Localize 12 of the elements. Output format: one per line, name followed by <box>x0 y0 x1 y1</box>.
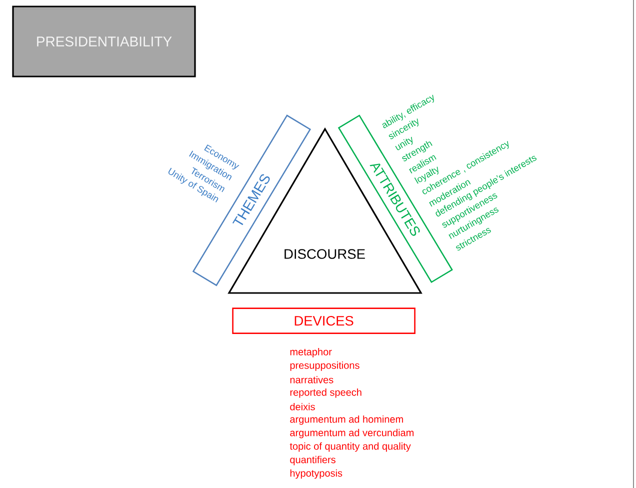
list-item: argumentum ad vercundiam <box>290 428 414 438</box>
list-item: metaphor <box>290 348 332 358</box>
list-item: topic of quantity and quality <box>290 442 411 452</box>
list-item: deixis <box>290 402 315 410</box>
list-item: reported speech <box>290 388 362 398</box>
devices-box: DEVICES <box>232 308 416 334</box>
list-item: narratives <box>290 376 334 384</box>
list-item: argumentum ad hominem <box>290 415 403 425</box>
title-box: PRESIDENTIABILITY <box>12 6 196 78</box>
list-item: quantifiers <box>290 456 336 466</box>
list-item: hypotyposis <box>290 469 342 479</box>
list-item: presuppositions <box>290 362 360 371</box>
